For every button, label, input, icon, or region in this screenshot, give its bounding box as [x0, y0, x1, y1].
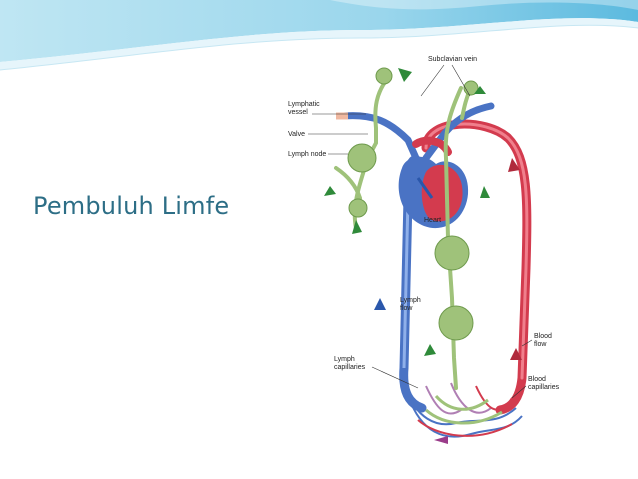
lymph-node — [434, 235, 470, 271]
label-blood-flow-2: flow — [534, 341, 547, 348]
lymph-flow-arrow — [474, 86, 486, 94]
lymph-node — [438, 305, 474, 341]
capillary-flow-arrow — [434, 436, 448, 444]
lymph-flow-arrow — [398, 68, 412, 82]
label-heart: Heart — [424, 217, 441, 224]
capillary-bed — [405, 382, 523, 438]
lymph-flow-arrow — [424, 344, 436, 356]
lymphatic-system-diagram: Subclavian vein Lymphatic vessel Valve L… — [276, 48, 576, 454]
label-lymph-flow-2: flow — [400, 305, 413, 312]
label-blood-flow-1: Blood — [534, 333, 552, 340]
flow-arrows — [324, 68, 522, 444]
label-subclavian-vein: Subclavian vein — [428, 56, 477, 63]
lymph-flow-arrow — [324, 186, 336, 196]
label-lymph-node: Lymph node — [288, 151, 326, 158]
label-lymph-capillaries-1: Lymph — [334, 356, 355, 363]
slide-title: Pembuluh Limfe — [33, 192, 230, 220]
vein-flow-arrow — [374, 298, 386, 310]
lymph-node — [375, 67, 393, 85]
lymph-node — [348, 198, 368, 218]
label-lymphatic-vessel-2: vessel — [288, 109, 308, 116]
artery-flow-arrow — [508, 158, 520, 172]
lymph-flow-arrow — [352, 220, 362, 234]
heart — [398, 136, 469, 229]
subclavian-vein-left — [340, 112, 420, 162]
label-lymph-flow-1: Lymph — [400, 297, 421, 304]
lymph-flow-arrow — [480, 186, 490, 198]
label-blood-capillaries-1: Blood — [528, 376, 546, 383]
artery-flow-arrow — [510, 348, 522, 360]
lymph-nodes — [347, 67, 479, 341]
label-lymph-capillaries-2: capillaries — [334, 364, 366, 371]
label-blood-capillaries-2: capillaries — [528, 384, 560, 391]
lymph-node — [347, 143, 377, 173]
header-wave-decoration — [0, 0, 638, 71]
label-lymphatic-vessel-1: Lymphatic — [288, 101, 320, 108]
label-valve: Valve — [288, 131, 305, 138]
